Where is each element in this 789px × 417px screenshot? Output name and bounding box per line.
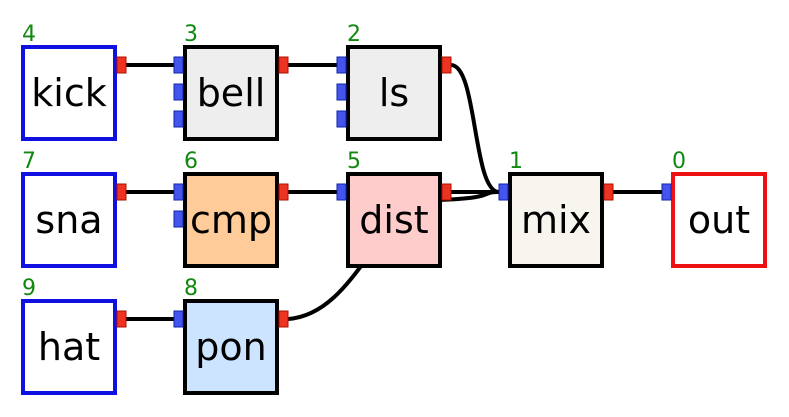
node-cmp[interactable]: cmp 6: [173, 149, 289, 268]
node-sna[interactable]: sna 7: [21, 149, 127, 268]
inlet-port-bell-3[interactable]: [173, 110, 184, 128]
node-index-bell: 3: [184, 22, 198, 47]
outlet-port-kick[interactable]: [116, 56, 127, 74]
node-box-pon: [183, 299, 279, 395]
node-bell[interactable]: bell 3: [173, 22, 289, 141]
inlet-port-cmp-1[interactable]: [173, 183, 184, 201]
outlet-port-pon[interactable]: [278, 310, 289, 328]
inlet-port-out-1[interactable]: [661, 183, 672, 201]
node-mix[interactable]: mix 1: [498, 149, 614, 268]
node-ls[interactable]: ls 2: [336, 22, 452, 141]
node-box-hat: [21, 299, 117, 395]
node-box-dist: [346, 172, 442, 268]
node-index-sna: 7: [22, 149, 36, 174]
node-label-mix: mix: [521, 198, 591, 242]
node-box-cmp: [183, 172, 279, 268]
inlet-port-bell-2[interactable]: [173, 83, 184, 101]
node-label-bell: bell: [197, 71, 266, 115]
outlet-port-ls[interactable]: [441, 56, 452, 74]
outlet-port-dist[interactable]: [441, 183, 452, 201]
node-label-kick: kick: [31, 71, 106, 115]
node-label-out: out: [688, 198, 750, 242]
node-index-hat: 9: [22, 276, 36, 301]
node-box-mix: [508, 172, 604, 268]
inlet-port-cmp-2[interactable]: [173, 210, 184, 228]
node-index-dist: 5: [347, 149, 361, 174]
outlet-port-sna[interactable]: [116, 183, 127, 201]
node-index-out: 0: [672, 149, 686, 174]
inlet-port-ls-1[interactable]: [336, 56, 347, 74]
node-box-bell: [183, 45, 279, 141]
node-box-sna: [21, 172, 117, 268]
outlet-port-bell[interactable]: [278, 56, 289, 74]
inlet-port-pon-1[interactable]: [173, 310, 184, 328]
node-kick[interactable]: kick 4: [21, 22, 127, 141]
node-index-mix: 1: [509, 149, 523, 174]
inlet-port-ls-2[interactable]: [336, 83, 347, 101]
node-label-cmp: cmp: [190, 198, 272, 242]
node-label-sna: sna: [35, 198, 102, 242]
inlet-port-bell-1[interactable]: [173, 56, 184, 74]
node-index-pon: 8: [184, 276, 198, 301]
inlet-port-dist-1[interactable]: [336, 183, 347, 201]
node-pon[interactable]: pon 8: [173, 276, 289, 395]
node-box-ls: [346, 45, 442, 141]
node-box-out: [671, 172, 767, 268]
node-label-ls: ls: [379, 71, 409, 115]
node-label-pon: pon: [195, 325, 266, 369]
outlet-port-cmp[interactable]: [278, 183, 289, 201]
outlet-port-mix[interactable]: [603, 183, 614, 201]
outlet-port-hat[interactable]: [116, 310, 127, 328]
node-box-kick: [21, 45, 117, 141]
node-dist[interactable]: dist 5: [336, 149, 452, 268]
wires-layer: [124, 63, 664, 321]
inlet-port-ls-3[interactable]: [336, 110, 347, 128]
node-label-dist: dist: [359, 198, 428, 242]
node-index-kick: 4: [22, 22, 36, 47]
node-index-cmp: 6: [184, 149, 198, 174]
wire-ls-to-mix[interactable]: [449, 63, 501, 194]
inlet-port-mix-1[interactable]: [498, 183, 509, 201]
node-index-ls: 2: [347, 22, 361, 47]
node-label-hat: hat: [38, 325, 100, 369]
